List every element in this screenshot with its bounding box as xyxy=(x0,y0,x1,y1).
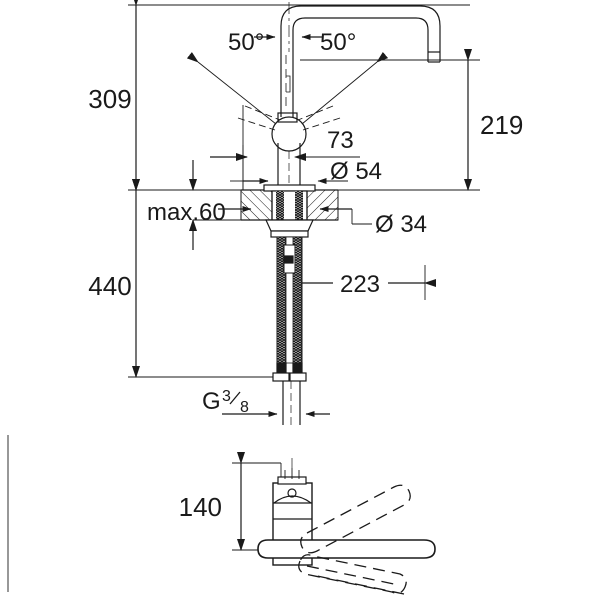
swivel-angle-right xyxy=(297,51,389,131)
label-max60: max.60 xyxy=(147,199,226,226)
mounting-flange xyxy=(263,184,316,238)
dimension-thread xyxy=(222,386,330,425)
label-219: 219 xyxy=(480,110,523,140)
label-thread-g38: G 3 8 xyxy=(202,388,249,416)
braided-hose xyxy=(276,236,303,374)
worktop-section xyxy=(240,189,339,221)
spout-arch xyxy=(280,5,441,63)
label-73: 73 xyxy=(327,127,354,154)
detail-lever-solid xyxy=(257,539,436,559)
detail-lever-down-dashed xyxy=(298,554,407,595)
swivel-angle-left xyxy=(186,52,281,190)
label-thread-letter: G xyxy=(202,388,221,415)
label-angle-right: 50° xyxy=(320,29,356,56)
riser-tube xyxy=(277,52,298,123)
label-angle-left: 50° xyxy=(228,29,264,56)
label-223: 223 xyxy=(340,271,380,298)
label-309: 309 xyxy=(88,84,131,114)
label-440: 440 xyxy=(88,271,131,301)
label-thread-numerator: 3 xyxy=(222,388,231,405)
label-dia34: Ø 34 xyxy=(375,211,427,238)
supply-thread-tail xyxy=(272,372,307,425)
label-thread-denominator: 8 xyxy=(240,399,249,416)
detail-lever-up-dashed xyxy=(300,484,411,554)
body-column xyxy=(277,143,301,190)
dimension-labels: 309 440 219 223 73 Ø 54 Ø 34 max.60 50° … xyxy=(88,29,523,522)
label-140: 140 xyxy=(179,492,222,522)
label-dia54: Ø 54 xyxy=(330,158,382,185)
